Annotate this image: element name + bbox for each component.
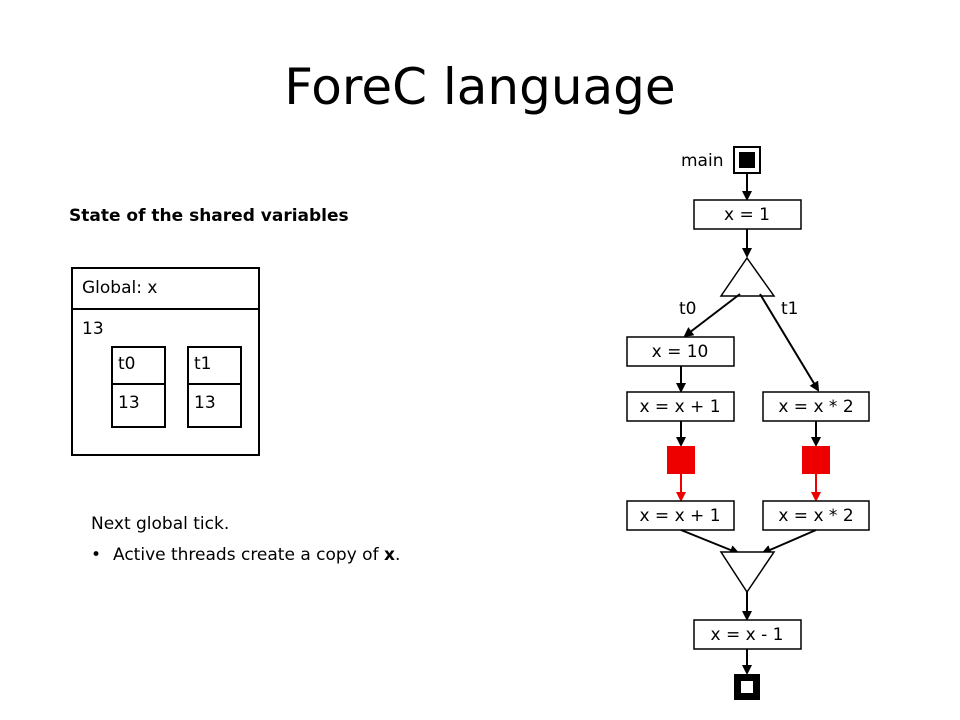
bullet-dot: • xyxy=(91,545,102,565)
thread-copy-value: 13 xyxy=(194,393,216,413)
global-variable-value: 13 xyxy=(82,319,104,339)
end-node-inner xyxy=(741,681,753,693)
page-title: ForeC language xyxy=(284,58,676,116)
thread-copy-name: t0 xyxy=(113,348,164,385)
edge xyxy=(761,529,817,555)
branch-label-left: t0 xyxy=(679,299,696,319)
global-variable-box: Global: x 13 t0 13 t1 13 xyxy=(71,267,260,456)
edge xyxy=(683,293,741,338)
node-label: x = x * 2 xyxy=(778,506,853,526)
bullet-end: . xyxy=(394,545,401,565)
bullet-item: • Active threads create a copy of x. xyxy=(91,545,400,565)
fork-node xyxy=(719,256,776,297)
bullet-variable: x xyxy=(383,545,395,565)
node-label: x = 10 xyxy=(652,342,709,362)
edge xyxy=(680,529,740,555)
node-label: x = x - 1 xyxy=(711,625,784,645)
node-label: x = x + 1 xyxy=(639,397,720,417)
node-label: x = x + 1 xyxy=(639,506,720,526)
node-label: x = x * 2 xyxy=(778,397,853,417)
start-node-fill xyxy=(739,152,755,168)
pause-node-t0 xyxy=(667,446,695,474)
node-t0-increment xyxy=(626,391,735,422)
thread-copy-name: t1 xyxy=(189,348,240,385)
join-node xyxy=(719,551,776,594)
node-x-decrement xyxy=(693,619,802,650)
main-label: main xyxy=(681,151,723,171)
pause-node-t1 xyxy=(802,446,830,474)
thread-copy-t1: t1 13 xyxy=(187,346,242,428)
branch-label-right: t1 xyxy=(781,299,798,319)
note-text: Next global tick. xyxy=(91,514,230,534)
thread-copy-t0: t0 13 xyxy=(111,346,166,428)
thread-copy-value: 13 xyxy=(118,393,140,413)
global-variable-header: Global: x xyxy=(73,269,258,310)
node-label: x = 1 xyxy=(724,205,770,225)
bullet-text: Active threads create a copy of xyxy=(113,545,384,565)
shared-variables-heading: State of the shared variables xyxy=(69,206,349,226)
node-t0-increment-2 xyxy=(626,500,735,531)
edge xyxy=(759,293,820,392)
